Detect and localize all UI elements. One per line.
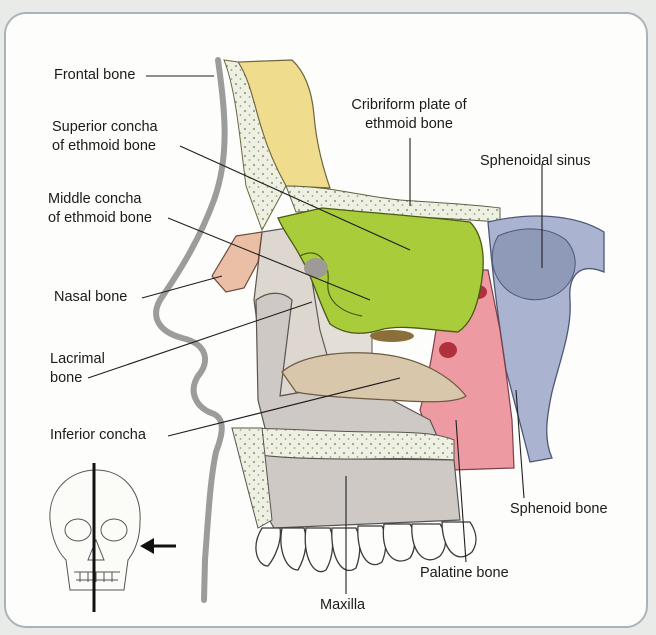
arrow-left-icon [140,538,176,554]
label-inferior-concha: Inferior concha [50,426,146,445]
label-sphenoid-bone: Sphenoid bone [510,500,608,519]
face-profile-outline [156,60,225,600]
label-nasal-bone: Nasal bone [54,288,127,307]
concha-meatus-shadow [370,330,414,342]
label-sphenoidal-sinus: Sphenoidal sinus [480,152,590,171]
label-maxilla: Maxilla [320,596,365,615]
label-frontal-bone: Frontal bone [54,66,135,85]
label-palatine-bone: Palatine bone [420,564,509,583]
label-superior-concha: Superior concha of ethmoid bone [52,118,158,156]
label-lacrimal-bone: Lacrimal bone [50,350,105,388]
alveolar-maxilla [240,452,460,528]
label-cribriform-plate: Cribriform plate of ethmoid bone [334,96,484,134]
nasal-bone [212,232,262,292]
label-middle-concha: Middle concha of ethmoid bone [48,190,152,228]
palatine-foramen-2 [439,342,457,358]
